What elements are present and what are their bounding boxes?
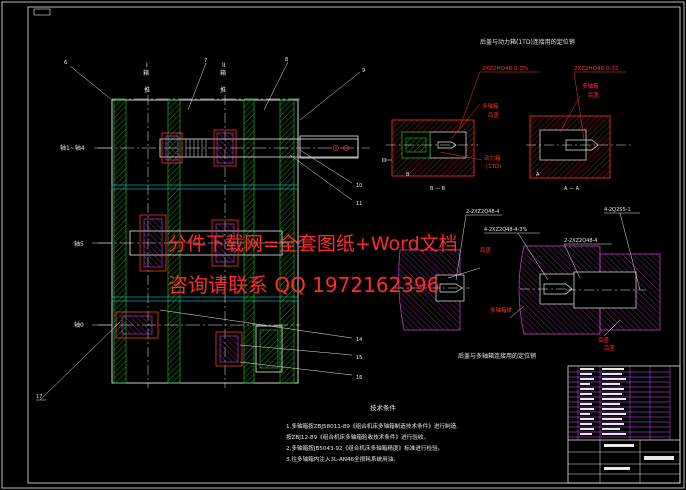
part-number-14: 14 [356,337,362,343]
notes-line-3: 2.多轴箱按JB5043-92《组合机床多轴箱精度》标准进行检验。 [286,444,443,452]
frame-corner-tag [33,8,51,16]
view-aa-label: A — A [564,186,580,192]
part-number-7: 7 [204,58,207,64]
spec-label-6: 4-2Q2S5-1 [604,207,631,213]
top-detail-title: 后盖与动力箱(1TD)连接用的定位销 [480,38,575,46]
box-body-label: 多轴箱体 [490,306,513,314]
detail-bottom-views [394,245,661,335]
col2-label: II [222,62,226,69]
part-number-leaders [36,61,361,401]
shaft3-label: 轴0 [74,321,84,329]
watermark-line-1: 分件下载网=全套图纸+Word文档 [168,233,458,255]
shaft1-label: 轴1~轴4 [60,144,85,152]
col2-sub-label: 箱 [220,69,226,77]
mark-a-label: A [536,172,540,178]
notes-line-4: 3.往多轴箱内注入3L-AN46全损耗系统用油。 [286,455,399,463]
box-label-1: 多轴箱 [482,102,499,110]
box-label-5: 后盖 [604,344,616,352]
part-number-6: 6 [64,60,67,66]
detail-aa-view: A — A [526,115,632,192]
spec-label-5: 2-2XZ2Q48-4 [564,238,597,244]
box-label-4: 后盖 [588,91,600,99]
spec-label-1: 2XZ2HQ48-0-3% [482,66,528,72]
part-number-11: 11 [356,201,362,207]
title-block [567,365,681,484]
watermark-line-2: 咨询请联系 QQ 1972162396 [168,273,439,297]
part-number-8: 8 [285,57,288,63]
spec-label-2: 2XZ2HQ48-0-32 [574,66,618,72]
notes-heading: 技术条件 [370,403,397,412]
col1-sub-label: 箱 [143,69,149,77]
shaft2-label: 轴5 [74,240,84,248]
row-top-b-label: 推 [220,86,226,94]
mark-b-label: B [406,172,410,178]
row-top-a-label: 推 [144,86,150,94]
notes-line-1: 1.多轴箱按ZBJ58011-89《组合机床多轴箱制造技术条件》进行制造, [286,422,458,430]
cover-label-2: 后盖 [598,336,610,344]
power-box-label: 动力箱 [484,154,501,162]
power-box-sub-label: (1TD) [486,164,501,170]
notes-line-2: 按ZBJ12-89《组合机床多轴箱验收技术条件》进行验收。 [286,433,429,441]
part-number-10: 10 [356,183,362,189]
spec-label-4: 4-2XZ2Q48-4-3% [484,227,527,233]
part-number-15: 15 [356,355,362,361]
part-number-17: 17 [36,394,42,400]
col1-label: I [146,62,148,69]
spec-label-3: 2-2XZ2Q48-4 [466,209,499,215]
detail-bb-view: B — B [381,119,478,192]
part-number-16: 16 [356,375,362,381]
cover-label-1: 后盖 [480,246,492,254]
box-label-2: 后盖 [488,111,500,119]
part-number-9: 9 [362,68,365,74]
main-section-view: I 箱 II 箱 推 推 轴1~ [60,62,370,388]
box-label-3: 多轴箱 [582,82,599,90]
drawing-frame-inner [27,6,681,484]
bottom-detail-title: 后盖与多轴箱连接用的定位销 [458,352,536,360]
view-bb-label: B — B [430,186,446,192]
